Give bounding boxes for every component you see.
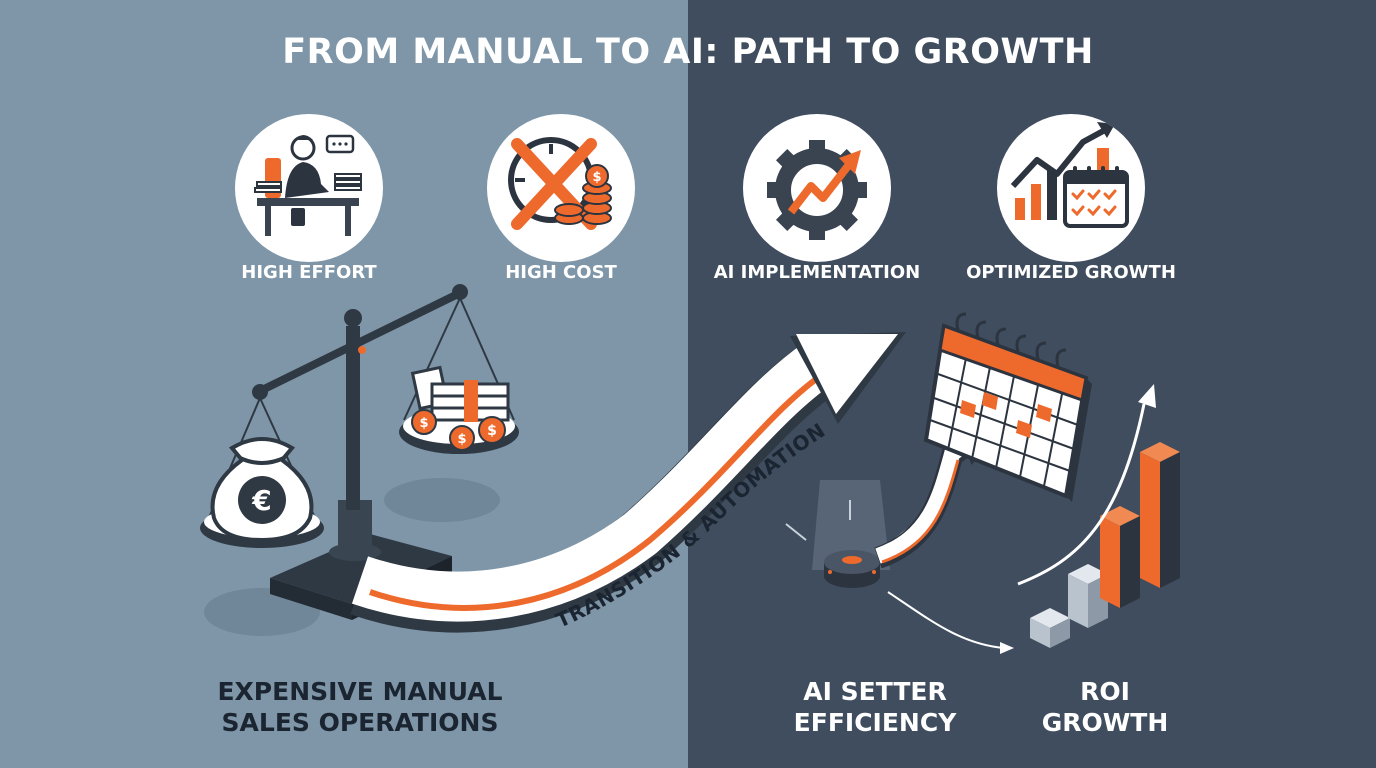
high-effort-label: HIGH EFFORT [241, 262, 377, 283]
floor-shadow [384, 478, 500, 522]
dollar-sign: $ [592, 170, 601, 185]
balance-scale: € $ $ $ [200, 284, 519, 620]
dollar-sign: $ [457, 432, 466, 447]
expensive-manual-label: EXPENSIVE MANUAL SALES OPERATIONS [217, 677, 503, 737]
high-effort-circle [235, 114, 383, 262]
optimized-growth-circle [997, 114, 1145, 262]
roi-growth-bars [887, 384, 1180, 654]
ai-implementation-label: AI IMPLEMENTATION [713, 262, 921, 283]
euro-sign: € [251, 484, 271, 517]
gear-trend-icon [767, 140, 867, 240]
roi-growth-label: ROI GROWTH [1041, 677, 1169, 737]
page-title: FROM MANUAL TO AI: PATH TO GROWTH [282, 32, 1094, 72]
crossed-clock-coins-icon: $ [508, 137, 612, 230]
calendar [923, 312, 1092, 502]
ai-setter-efficiency-label: AI SETTER EFFICIENCY [793, 677, 957, 737]
high-cost-label: HIGH COST [505, 262, 617, 283]
dollar-sign: $ [487, 423, 497, 439]
dollar-sign: $ [419, 416, 428, 431]
person-at-desk-icon [254, 134, 362, 236]
ai-device [785, 480, 915, 588]
chart-calendar-icon [1010, 122, 1129, 228]
high-cost-circle: $ [487, 114, 635, 262]
ai-implementation-circle [743, 114, 891, 262]
optimized-growth-label: OPTIMIZED GROWTH [966, 262, 1176, 283]
